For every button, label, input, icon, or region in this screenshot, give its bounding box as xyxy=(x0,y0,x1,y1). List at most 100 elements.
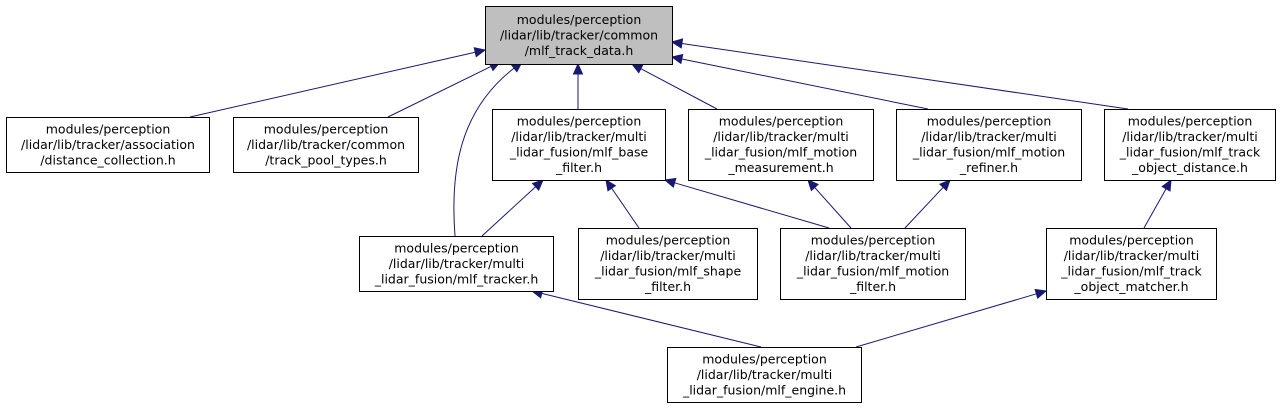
node-label-line: modules/perception xyxy=(606,233,731,248)
node-label-line: modules/perception xyxy=(927,114,1052,129)
node-label-line: /lidar/lib/tracker/multi xyxy=(389,256,525,271)
node-track-object-distance[interactable]: modules/perception/lidar/lib/tracker/mul… xyxy=(1104,109,1276,181)
node-label-line: _lidar_fusion/mlf_shape xyxy=(594,264,742,279)
edge-base_filter-to-track_data xyxy=(572,62,584,109)
node-box xyxy=(688,109,874,181)
edge-line xyxy=(681,42,1129,110)
node-label-line: modules/perception xyxy=(1069,233,1194,248)
node-label-line: modules/perception xyxy=(46,121,171,136)
node-label-line: _object_distance.h xyxy=(1131,160,1248,175)
node-label-line: _lidar_fusion/mlf_tracker.h xyxy=(374,271,539,286)
edge-line xyxy=(681,58,929,110)
edge-motion_filter-to-motion_refiner xyxy=(904,179,951,229)
node-label-line: modules/perception xyxy=(394,240,519,255)
node-label-line: _object_matcher.h xyxy=(1073,279,1188,294)
node-label-line: modules/perception xyxy=(702,351,827,366)
edge-line xyxy=(640,68,718,110)
edge-track_object_matcher-to-track_object_distance xyxy=(1143,178,1172,229)
edge-track_object_distance-to-track_data xyxy=(670,38,1129,110)
node-track-data[interactable]: modules/perception/lidar/lib/tracker/com… xyxy=(485,6,673,65)
edge-motion_measurement-to-track_data xyxy=(630,63,718,110)
node-box xyxy=(780,228,966,300)
node-label-line: _lidar_fusion/mlf_motion xyxy=(912,145,1065,160)
node-label-line: modules/perception xyxy=(719,114,844,129)
node-motion-measurement[interactable]: modules/perception/lidar/lib/tracker/mul… xyxy=(688,109,874,181)
node-box xyxy=(6,117,210,173)
node-track-object-matcher[interactable]: modules/perception/lidar/lib/tracker/mul… xyxy=(1046,228,1217,300)
node-label-line: /lidar/lib/tracker/common xyxy=(247,137,405,152)
node-motion-refiner[interactable]: modules/perception/lidar/lib/tracker/mul… xyxy=(896,109,1082,181)
arrowhead xyxy=(630,63,644,74)
node-label-line: /track_pool_types.h xyxy=(265,152,387,167)
node-distance-collection[interactable]: modules/perception/lidar/lib/tracker/ass… xyxy=(6,117,210,173)
edge-shape_filter-to-base_filter xyxy=(605,178,640,229)
node-track-pool-types[interactable]: modules/perception/lidar/lib/tracker/com… xyxy=(233,117,419,173)
node-label-line: /lidar/lib/tracker/multi xyxy=(511,129,647,144)
arrowhead xyxy=(938,179,951,192)
node-label-line: _filter.h xyxy=(849,279,896,294)
edge-motion_refiner-to-track_data xyxy=(670,53,929,110)
node-label-line: /lidar/lib/tracker/common xyxy=(500,27,658,42)
node-shape-filter[interactable]: modules/perception/lidar/lib/tracker/mul… xyxy=(578,228,758,300)
node-label-line: /lidar/lib/tracker/multi xyxy=(1122,129,1258,144)
node-label-line: _lidar_fusion/mlf_engine.h xyxy=(682,382,846,397)
node-label-line: /lidar/lib/tracker/multi xyxy=(713,129,849,144)
node-label-line: modules/perception xyxy=(517,12,642,27)
edge-track_pool_types-to-track_data xyxy=(387,61,502,118)
arrowhead xyxy=(670,38,684,49)
node-label-line: modules/perception xyxy=(811,233,936,248)
node-box xyxy=(667,347,862,403)
edge-tracker-to-base_filter xyxy=(481,179,544,237)
edge-line xyxy=(814,187,852,229)
node-label-line: /lidar/lib/tracker/multi xyxy=(921,129,1057,144)
node-base-filter[interactable]: modules/perception/lidar/lib/tracker/mul… xyxy=(492,109,666,181)
node-label-line: modules/perception xyxy=(1128,114,1253,129)
node-box xyxy=(359,236,554,292)
node-label-line: /lidar/lib/tracker/multi xyxy=(600,248,736,263)
node-label-line: /lidar/lib/tracker/association xyxy=(21,137,195,152)
node-label-line: _measurement.h xyxy=(727,160,833,175)
node-label-line: _filter.h xyxy=(644,279,691,294)
node-label-line: _lidar_fusion/mlf_base xyxy=(509,145,649,160)
node-engine[interactable]: modules/perception/lidar/lib/tracker/mul… xyxy=(667,347,862,403)
edge-line xyxy=(189,51,476,118)
node-label-line: /lidar/lib/tracker/multi xyxy=(805,248,941,263)
node-label-line: _lidar_fusion/mlf_motion xyxy=(704,145,857,160)
node-label-line: /distance_collection.h xyxy=(40,152,175,167)
arrowhead xyxy=(1161,178,1172,192)
arrowhead xyxy=(531,179,544,191)
edge-line xyxy=(674,182,830,229)
node-label-line: _refiner.h xyxy=(959,160,1018,175)
edge-line xyxy=(453,67,515,237)
node-box xyxy=(1046,228,1217,300)
edge-line xyxy=(387,65,492,118)
edges xyxy=(189,38,1172,348)
node-motion-filter[interactable]: modules/perception/lidar/lib/tracker/mul… xyxy=(780,228,966,300)
node-label-line: modules/perception xyxy=(264,121,389,136)
node-label-line: modules/perception xyxy=(517,114,642,129)
node-label-line: _lidar_fusion/mlf_track xyxy=(1060,264,1202,279)
arrowhead xyxy=(1034,288,1048,300)
node-box xyxy=(492,109,666,181)
node-box xyxy=(578,228,758,300)
edge-line xyxy=(855,293,1037,348)
edge-line xyxy=(1143,188,1167,229)
nodes: modules/perception/lidar/lib/tracker/com… xyxy=(6,6,1276,403)
edge-motion_filter-to-base_filter xyxy=(663,177,830,229)
arrowhead xyxy=(807,179,819,192)
arrowhead xyxy=(670,53,684,65)
arrowhead xyxy=(473,47,487,58)
edge-distance_collection-to-track_data xyxy=(189,47,487,118)
node-box xyxy=(485,6,673,65)
edge-motion_filter-to-motion_measurement xyxy=(807,179,852,229)
node-box xyxy=(896,109,1082,181)
node-label-line: _lidar_fusion/mlf_track xyxy=(1119,145,1261,160)
node-label-line: _lidar_fusion/mlf_motion xyxy=(796,264,949,279)
node-box xyxy=(233,117,419,173)
arrowhead xyxy=(572,62,584,75)
node-label-line: /mlf_track_data.h xyxy=(525,43,634,58)
node-label-line: _filter.h xyxy=(555,160,602,175)
edge-engine-to-track_object_matcher xyxy=(855,288,1048,348)
node-tracker[interactable]: modules/perception/lidar/lib/tracker/mul… xyxy=(359,236,554,292)
